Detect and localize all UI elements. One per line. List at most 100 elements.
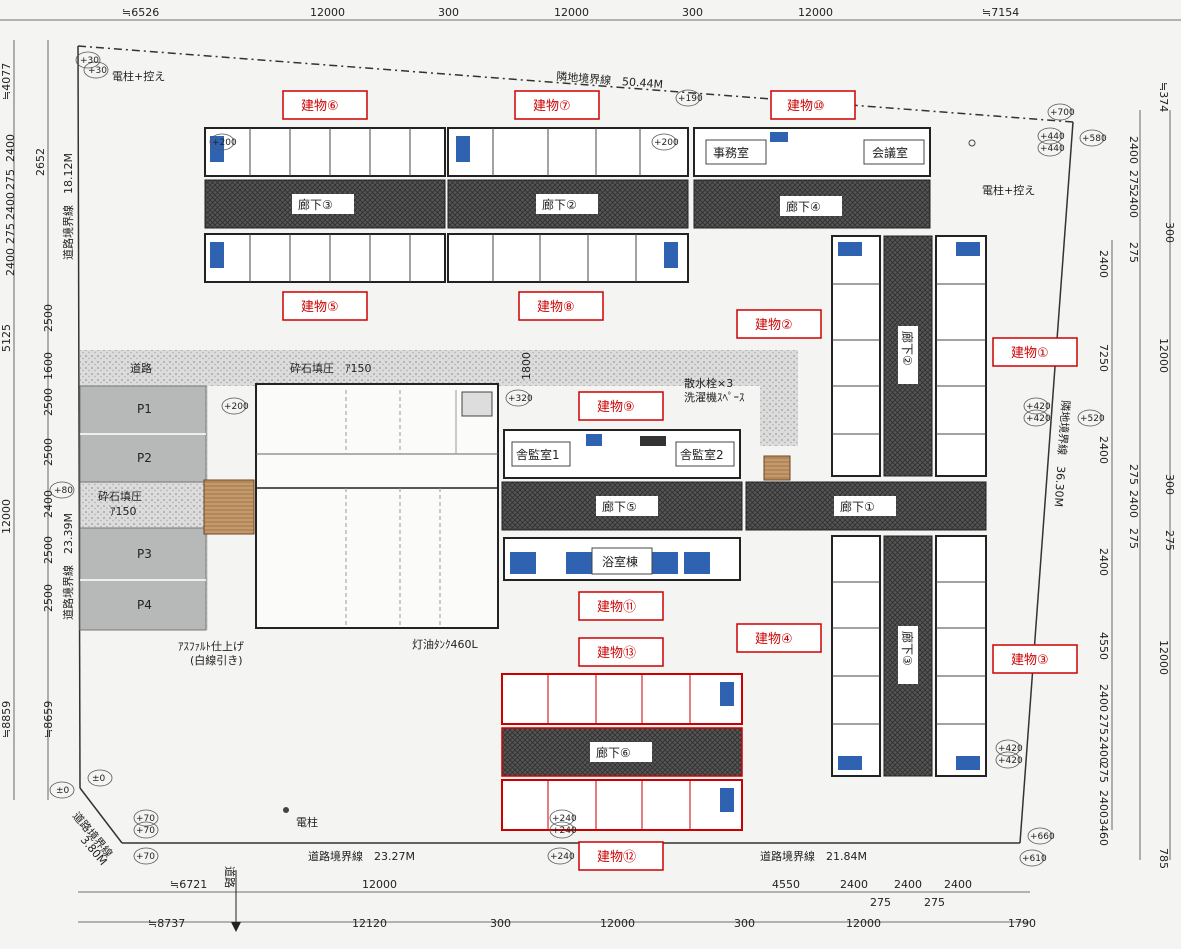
gravel-left-label2: ｱ150 (110, 505, 137, 518)
dim-left-outer-1: 5125 (0, 324, 13, 352)
dim-bottom1-7: 275 (924, 896, 945, 909)
level-24: +240 (552, 814, 577, 824)
dim-right-outer-2: 12000 (1157, 640, 1170, 675)
main-hall (255, 383, 499, 629)
dim-right-mid-0: 2400 (1127, 136, 1140, 164)
dim-top-6: ≒7154 (982, 6, 1019, 19)
dim-left-inner-6: 1600 (42, 352, 55, 380)
oiltank-label: 灯油ﾀﾝｸ460L (412, 637, 478, 651)
dim-right-inner-4: 300 (1163, 474, 1176, 495)
building-10-label: 建物⑩ (787, 99, 825, 114)
level-21: +70 (136, 852, 155, 862)
dim-bottom2-4: 300 (734, 917, 755, 930)
dim-right-mid-10: 2400 (1097, 790, 1110, 818)
road-vertical-label: 道路 (223, 866, 237, 888)
building-11-block (503, 537, 741, 581)
level-16: +420 (998, 756, 1023, 766)
utility-pole-marker (283, 807, 289, 813)
corridor-3-label: 廊下③ (298, 197, 333, 212)
area-1800-label: 1800 (520, 352, 533, 380)
dim-bottom1-6: 275 (870, 896, 891, 909)
dim-left-inner-11: 2500 (42, 584, 55, 612)
building-7-label: 建物⑦ (533, 99, 571, 114)
dim-bottom2-2: 300 (490, 917, 511, 930)
level-11: +420 (1026, 402, 1051, 412)
dim-bottom1-0: ≒6721 (170, 878, 207, 891)
level-19: +70 (136, 814, 155, 824)
dim-top-4: 300 (682, 6, 703, 19)
dim-right-inner-6: 275 (1097, 714, 1110, 735)
building-13-label: 建物⑬ (597, 646, 636, 661)
level-13: +520 (1080, 414, 1105, 424)
building-4-block (831, 535, 881, 777)
dim-right-mid-1: 2400 (1127, 190, 1140, 218)
dim-left-outer-0: ≒4077 (0, 63, 13, 100)
level-4: +200 (654, 138, 679, 148)
dimension-lines (0, 19, 1181, 923)
dim-top-0: ≒6526 (122, 6, 159, 19)
dorm-room-1-label: 舎監室1 (516, 447, 560, 462)
dim-right-mid-4: 2400 (1097, 436, 1110, 464)
dim-left-inner-3: 275 (4, 223, 17, 244)
dim-bottom1-2: 4550 (772, 878, 800, 891)
dim-right-mid-6: 2400 (1097, 548, 1110, 576)
dim-right-inner-0: 275 (1127, 170, 1140, 191)
corridor-2-label: 廊下② (542, 197, 577, 212)
north-boundary-label: 隣地境界線 50.44M (556, 69, 664, 91)
parking-p3: P3 (137, 547, 152, 561)
dim-right-outer-0: ≒374 (1157, 82, 1170, 112)
dim-bottom1-5: 2400 (944, 878, 972, 891)
dim-right-inner-1: 300 (1163, 222, 1176, 243)
corridor-1-label: 廊下① (840, 499, 875, 514)
dim-bottom1-3: 2400 (840, 878, 868, 891)
building-12-block (501, 779, 743, 831)
building-10-block (693, 127, 931, 177)
dim-bottom1-4: 2400 (894, 878, 922, 891)
corridor-5-label: 廊下⑤ (602, 499, 637, 514)
gravel-area-right (760, 386, 798, 446)
laundry-label: 洗濯機ｽﾍﾟｰｽ (684, 390, 745, 404)
gravel-area-top (80, 350, 798, 386)
building-4-label: 建物④ (755, 632, 793, 647)
parking-area (79, 385, 207, 631)
level-23: ±0 (56, 786, 70, 796)
building-9-label: 建物⑨ (597, 400, 635, 415)
parking-p2: P2 (137, 451, 152, 465)
level-20: +70 (136, 826, 155, 836)
dim-right-mid-2: 2400 (1097, 250, 1110, 278)
asphalt-label: ｱｽﾌｧﾙﾄ仕上げ (178, 640, 244, 653)
dim-left-inner-0: 2400 (4, 134, 17, 162)
building-9-block (503, 429, 741, 479)
office-room-label: 事務室 (713, 145, 749, 160)
dim-top-1: 12000 (310, 6, 345, 19)
dim-right-inner-2: 275 (1127, 242, 1140, 263)
dim-right-mid-11: 3460 (1097, 818, 1110, 846)
dim-right-outer-3: 785 (1157, 848, 1170, 869)
dim-right-mid-8: 2400 (1097, 684, 1110, 712)
dim-bottom2-6: 1790 (1008, 917, 1036, 930)
dim-left-inner-4: 2400 (4, 248, 17, 276)
dim-right-mid-5: 2400 (1127, 490, 1140, 518)
dim-right-mid-7: 4550 (1097, 632, 1110, 660)
level-7: +440 (1040, 144, 1065, 154)
building-13-block (501, 673, 743, 725)
road-label: 道路 (130, 361, 152, 375)
dorm-room-2-label: 舎監室2 (680, 447, 724, 462)
dim-left-outer-3: ≒8859 (0, 701, 13, 738)
building-5-label: 建物⑤ (301, 300, 339, 315)
level-0: +200 (212, 138, 237, 148)
dim-top-2: 300 (438, 6, 459, 19)
dim-left-inner-13: 2652 (34, 148, 47, 176)
level-18: +610 (1022, 854, 1047, 864)
gravel-left-label: 砕石填圧 (98, 489, 142, 503)
level-17: +660 (1030, 832, 1055, 842)
dim-left-inner-10: 2500 (42, 536, 55, 564)
dim-left-inner-8: 2500 (42, 438, 55, 466)
site-boundary (77, 45, 1074, 844)
dim-right-inner-8: 275 (1163, 530, 1176, 551)
level-markers: +200 +30 +30 +190 +200 +700 +440 +440 +5… (49, 51, 1107, 867)
dim-right-mid-3: 7250 (1097, 344, 1110, 372)
dim-left-outer-2: 12000 (0, 499, 13, 534)
dim-bottom1-1: 12000 (362, 878, 397, 891)
